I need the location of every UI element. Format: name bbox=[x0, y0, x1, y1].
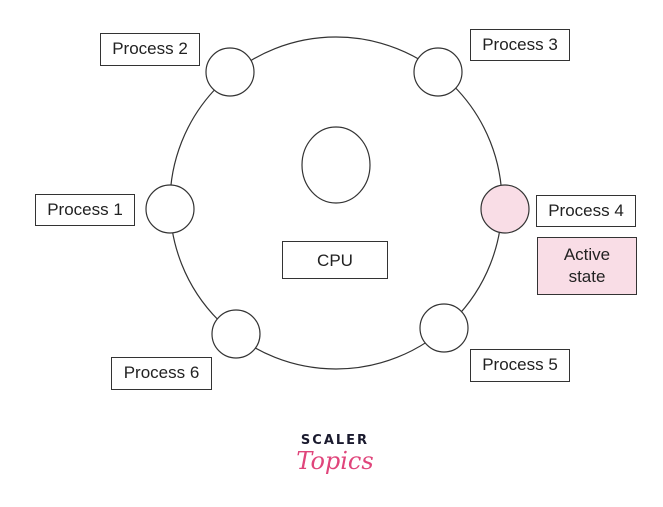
process-1-node bbox=[145, 184, 195, 234]
process-5-label: Process 5 bbox=[470, 349, 570, 382]
process-2-node bbox=[205, 47, 255, 97]
process-6-node bbox=[211, 309, 261, 359]
cpu-label: CPU bbox=[282, 241, 388, 279]
process-2-label: Process 2 bbox=[100, 33, 200, 66]
logo-scaler-text: SCALER bbox=[300, 433, 370, 448]
scaler-topics-logo: SCALER Topics bbox=[290, 433, 380, 475]
cpu-core-ellipse bbox=[301, 126, 371, 204]
process-1-label: Process 1 bbox=[35, 194, 135, 226]
process-6-label: Process 6 bbox=[111, 357, 212, 390]
process-3-node bbox=[413, 47, 463, 97]
active-state-label: Active state bbox=[537, 237, 637, 295]
process-4-label: Process 4 bbox=[536, 195, 636, 227]
logo-topics-text: Topics bbox=[296, 447, 374, 475]
process-5-node bbox=[419, 303, 469, 353]
process-4-node bbox=[480, 184, 530, 234]
process-3-label: Process 3 bbox=[470, 29, 570, 61]
